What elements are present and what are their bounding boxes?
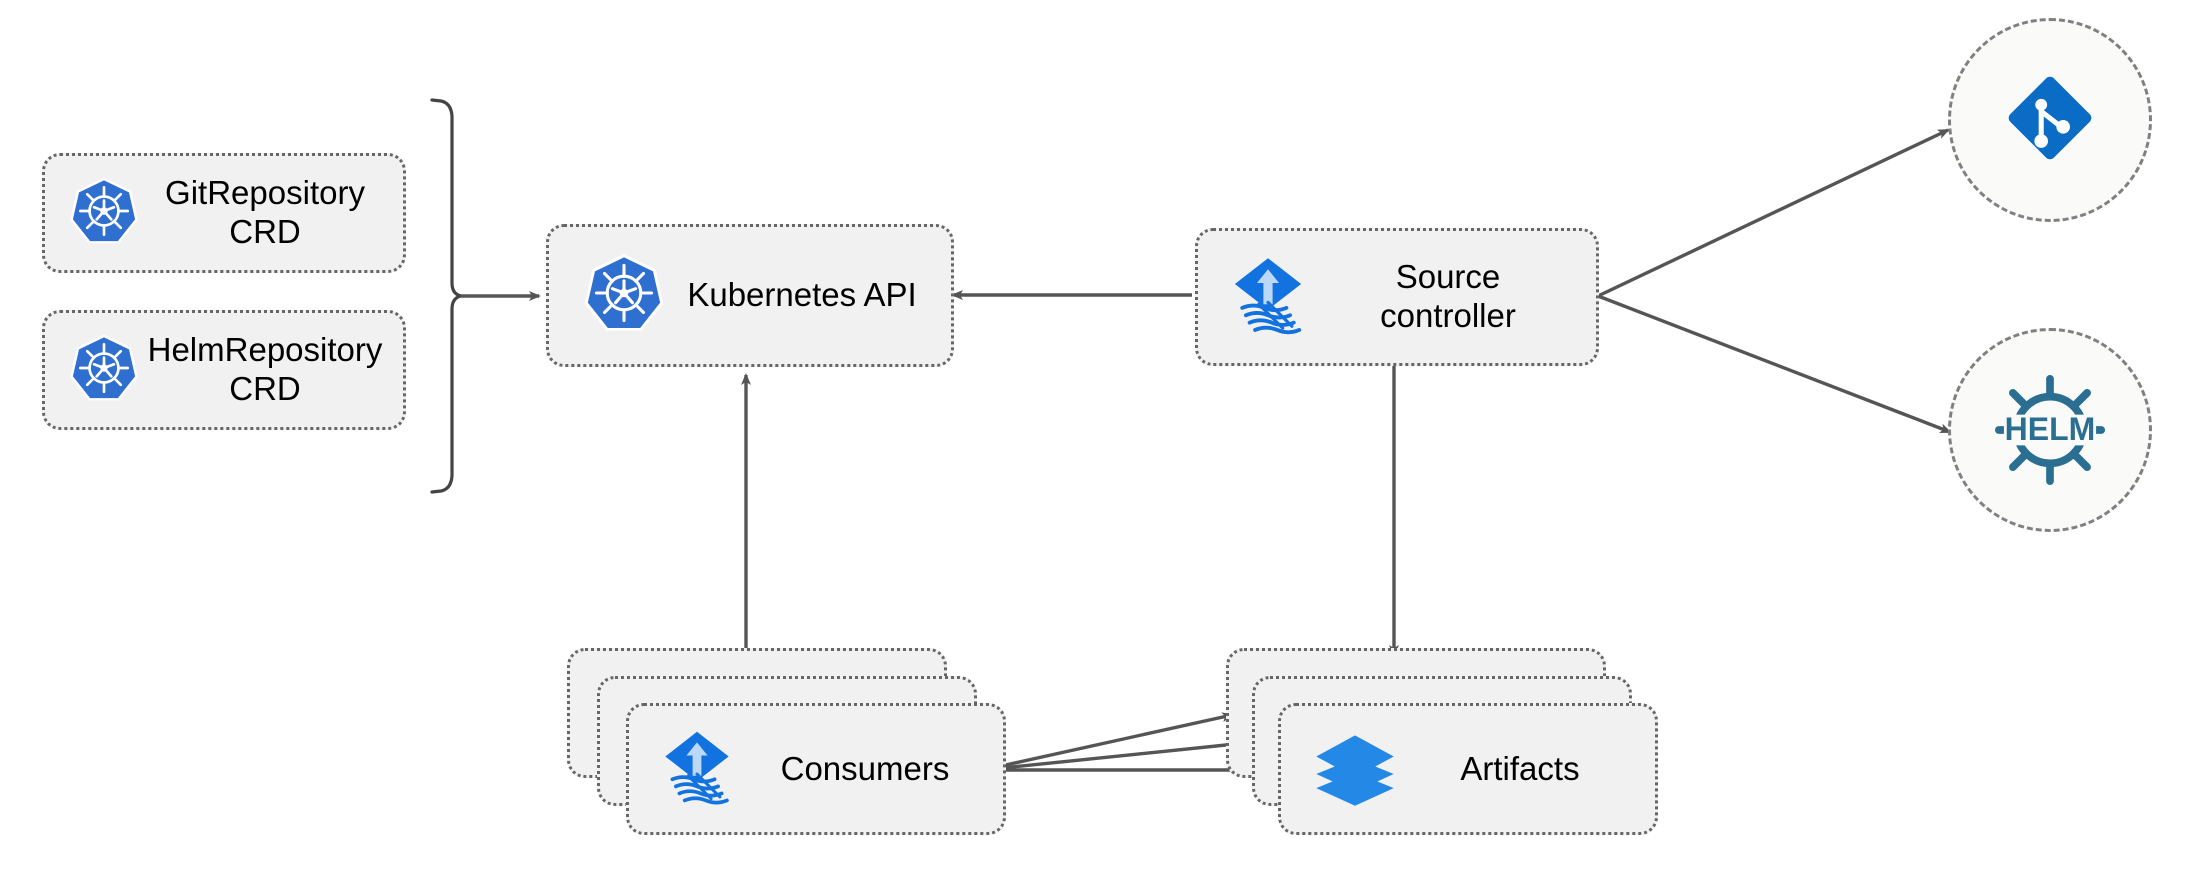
node-helm-source[interactable]: HELM	[1948, 328, 2152, 532]
edge-controller-to-git	[1597, 128, 1950, 298]
edge-controller-to-helm	[1597, 294, 1952, 434]
node-label-kubernetes-api: Kubernetes API	[687, 276, 917, 314]
node-consumers[interactable]: Consumers	[626, 703, 1006, 835]
node-source-controller[interactable]: Source controller	[1195, 228, 1599, 366]
kubernetes-icon	[67, 174, 141, 253]
edge-consumers-to-artifacts-1	[982, 712, 1234, 772]
kubernetes-icon	[67, 331, 141, 410]
kubernetes-icon	[581, 250, 667, 341]
edge-consumers-to-artifacts-2	[982, 738, 1257, 772]
node-label-source-controller: Source controller	[1380, 258, 1516, 334]
helm-wordmark: HELM	[2005, 411, 2096, 447]
node-artifacts[interactable]: Artifacts	[1278, 703, 1658, 835]
node-helm-repository-crd[interactable]: HelmRepository CRD	[42, 310, 406, 430]
node-git-repository-crd[interactable]: GitRepository CRD	[42, 153, 406, 273]
node-kubernetes-api[interactable]: Kubernetes API	[546, 224, 954, 367]
crd-group-brace	[430, 98, 463, 494]
flux-icon	[1222, 249, 1314, 346]
helm-wheel-icon: HELM	[1986, 366, 2114, 494]
node-label-git-repository-crd: GitRepository CRD	[165, 174, 365, 250]
node-git-source[interactable]	[1948, 18, 2152, 222]
flux-icon	[653, 723, 741, 816]
node-label-helm-repository-crd: HelmRepository CRD	[147, 331, 383, 407]
layers-icon	[1311, 723, 1399, 816]
node-label-consumers: Consumers	[780, 749, 950, 787]
node-label-artifacts: Artifacts	[1460, 749, 1580, 787]
git-icon	[1995, 63, 2105, 178]
